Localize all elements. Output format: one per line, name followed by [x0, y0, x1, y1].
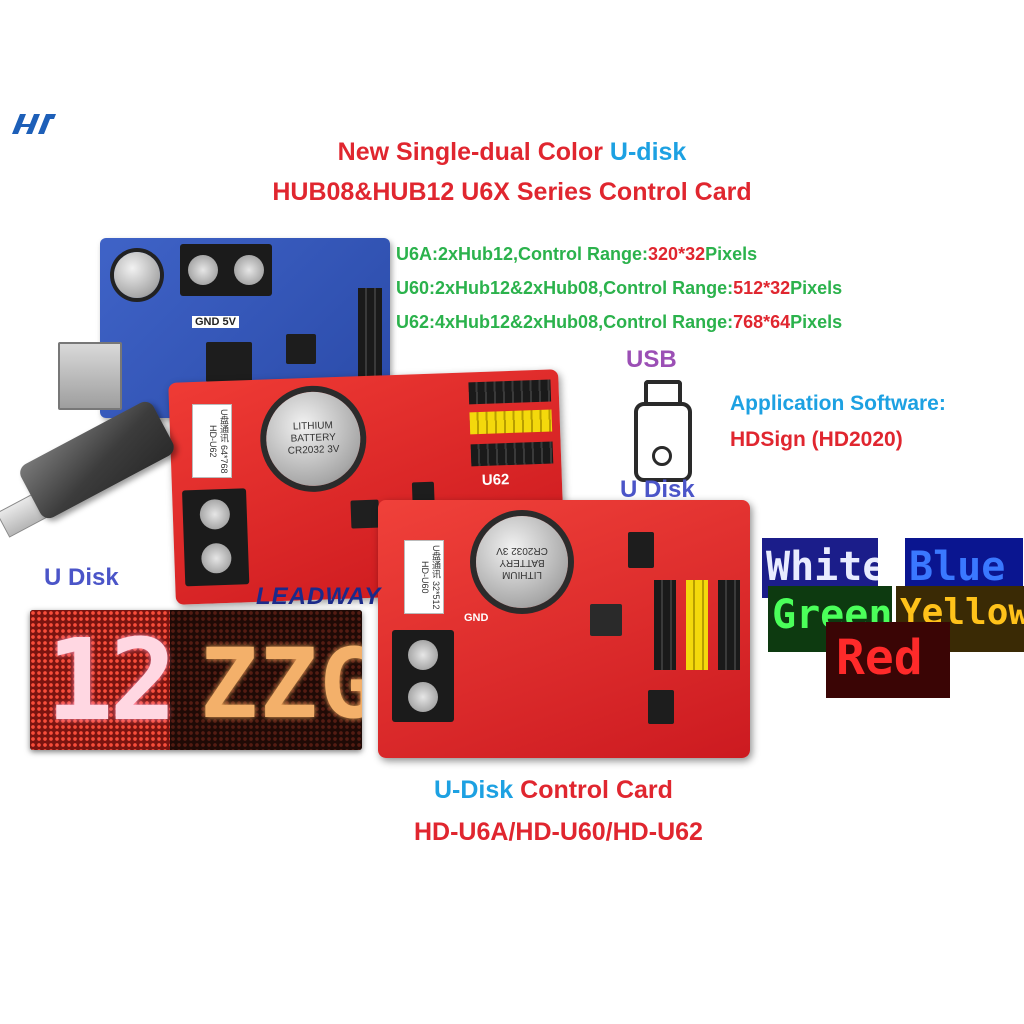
brand-logo	[8, 108, 60, 142]
gnd-label: GND	[464, 612, 489, 624]
battery-label: LITHIUM BATTERY CR2032 3V	[287, 420, 340, 457]
usb-port	[58, 342, 122, 410]
caption-line2: HD-U6A/HD-U60/HD-U62	[414, 818, 703, 846]
software-name: HDSign (HD2020)	[730, 428, 903, 451]
watermark: LEADWAY	[256, 583, 382, 610]
spec-unit: Pixels	[705, 244, 758, 264]
spec-u62: U62:4xHub12&2xHub08,Control Range:768*64…	[396, 312, 842, 333]
title-blue-text: U-disk	[609, 138, 687, 166]
mcu-chip	[206, 342, 252, 382]
coin-battery: LITHIUM BATTERY CR2032 3V	[476, 516, 568, 608]
spec-u6a: U6A:2xHub12,Control Range:320*32Pixels	[396, 244, 757, 265]
chip	[648, 690, 674, 724]
caption-line1: U-Disk Control Card	[434, 776, 673, 805]
mcu-chip	[350, 499, 380, 529]
spec-range: 320*32	[648, 244, 706, 264]
led-dark-section	[170, 610, 362, 750]
led-text: ZZG	[200, 628, 362, 740]
software-heading: Application Software:	[730, 392, 946, 415]
spec-unit: Pixels	[790, 278, 843, 298]
hub-connector-yellow	[469, 409, 553, 435]
led-display-panel: 12 ZZG	[30, 610, 362, 750]
hub-connector-yellow	[686, 580, 708, 670]
spec-u60: U60:2xHub12&2xHub08,Control Range:512*32…	[396, 278, 842, 299]
page-title-line1: New Single-dual Color U-disk	[0, 138, 1024, 167]
led-number: 12	[46, 616, 177, 746]
model-sticker-u60: U盘通讯 32*512 HD-U60	[404, 540, 444, 614]
usb-drive-icon-hole	[652, 446, 672, 466]
color-panel-label: Red	[836, 630, 923, 686]
chip	[286, 334, 316, 364]
power-terminal	[180, 244, 272, 296]
gnd-5v-label: GND 5V	[192, 316, 239, 328]
board-hd-u6a: GND 5V	[100, 238, 390, 418]
led-red-section	[30, 610, 170, 750]
page-title-line2: HUB08&HUB12 U6X Series Control Card	[272, 178, 752, 206]
usb-stick	[16, 398, 178, 522]
mcu-chip	[590, 604, 622, 636]
hub-connector	[470, 441, 554, 467]
power-terminal	[392, 630, 454, 722]
usb-label: USB	[626, 346, 677, 373]
udisk-label-right: U Disk	[620, 476, 695, 503]
spec-range: 768*64	[733, 312, 791, 332]
spec-unit: Pixels	[790, 312, 843, 332]
hub-connector	[468, 379, 552, 405]
chip	[628, 532, 654, 568]
usb-drive-icon	[634, 402, 692, 482]
hub-connector	[654, 580, 676, 670]
color-panel-label: Blue	[909, 544, 1006, 590]
spec-text: U62:4xHub12&2xHub08,Control Range:	[396, 312, 734, 332]
color-panel-red: Red	[826, 622, 950, 698]
u62-label: U62	[481, 471, 510, 489]
caption-red-text: Control Card	[520, 776, 673, 804]
udisk-label-left: U Disk	[44, 564, 119, 591]
coin-battery	[114, 252, 160, 298]
spec-range: 512*32	[733, 278, 791, 298]
spec-text: U6A:2xHub12,Control Range:	[396, 244, 649, 264]
spec-text: U60:2xHub12&2xHub08,Control Range:	[396, 278, 734, 298]
caption-blue-text: U-Disk	[434, 776, 514, 804]
color-panel-label: White	[766, 544, 878, 590]
power-terminal	[182, 488, 250, 587]
title-red-text: New Single-dual Color	[337, 138, 603, 166]
hub-connector	[718, 580, 740, 670]
model-sticker-u62: U盘通讯 64*768 HD-U62	[192, 404, 232, 478]
coin-battery: LITHIUM BATTERY CR2032 3V	[264, 390, 362, 488]
battery-label: LITHIUM BATTERY CR2032 3V	[496, 545, 548, 580]
